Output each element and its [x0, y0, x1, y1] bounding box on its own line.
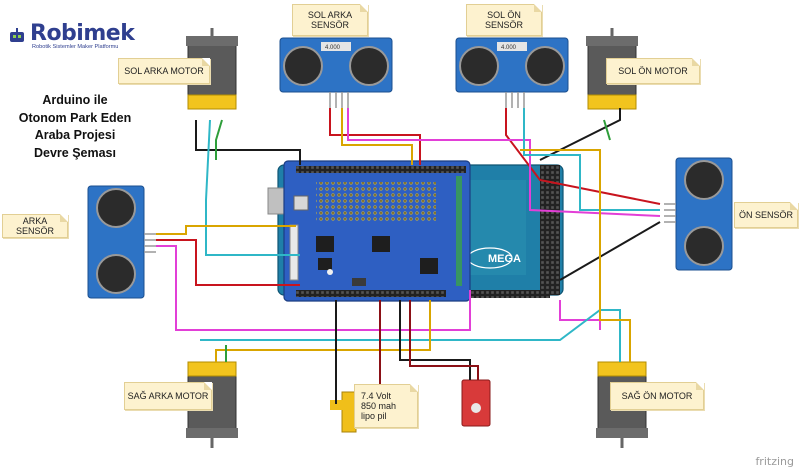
mega-text: MEGA [488, 253, 521, 265]
wire-black-top [195, 120, 301, 165]
wire-green-2 [603, 119, 611, 141]
proto-area [316, 182, 436, 222]
wire-black-right [539, 108, 621, 161]
brand-tagline: Robotik Sistemler Maker Platformu [32, 44, 119, 50]
label-sol-arka-motor: SOL ARKA MOTOR [118, 58, 210, 84]
wire-module-1 [399, 300, 471, 380]
label-on-sensor: ÖN SENSÖR [734, 202, 798, 228]
wire-yellow-3 [520, 149, 631, 362]
wire-magenta-1 [156, 245, 471, 331]
label-sag-arka-motor: SAĞ ARKA MOTOR [124, 382, 212, 410]
sensor-chip-text: 4.000 [325, 45, 341, 51]
label-sag-on-motor: SAĞ ÖN MOTOR [610, 382, 704, 410]
wire-cyan-2 [523, 108, 660, 211]
wire-green-1 [215, 119, 223, 160]
diagram-title: Arduino ile Otonom Park Eden Araba Proje… [6, 92, 144, 162]
wire-black-on [559, 221, 661, 281]
wire-magenta-2 [347, 108, 661, 217]
red-sensor-module [461, 379, 491, 427]
wires [156, 108, 661, 405]
title-line: Otonom Park Eden [18, 110, 132, 125]
lipo-battery [330, 391, 357, 433]
sensor-on [664, 157, 733, 271]
fritzing-watermark: fritzing [755, 455, 794, 468]
wire-yellow-4 [215, 300, 431, 362]
sensor-arka [87, 185, 156, 299]
reset-button [293, 195, 309, 211]
battery-label: 7.4 Volt 850 mah lipo pil [354, 384, 418, 428]
sensor-chip-text: 4.000 [501, 45, 517, 51]
wire-cyan-1 [205, 119, 300, 256]
motor-shield [283, 160, 471, 302]
wire-magenta-3 [559, 300, 601, 330]
label-sol-on-motor: SOL ÖN MOTOR [606, 58, 700, 84]
title-line: Araba Projesi [34, 128, 116, 142]
title-line: Arduino ile [42, 93, 108, 107]
driver-chip-2 [372, 236, 390, 252]
battery-line: lipo pil [361, 411, 387, 421]
wire-yellow-1 [341, 108, 413, 165]
title-line: Devre Şeması [33, 145, 116, 160]
robot-icon [10, 28, 24, 42]
mega-header-right [540, 165, 560, 295]
driver-chip-3 [420, 258, 438, 274]
label-arka-sensor: ARKA SENSÖR [2, 214, 68, 238]
brand-name: Robimek [30, 21, 135, 46]
label-sol-arka-sensor: SOL ARKA SENSÖR [292, 4, 368, 36]
battery-line: 850 mah [361, 401, 397, 411]
label-sol-on-sensor: SOL ÖN SENSÖR [466, 4, 542, 36]
wire-yellow-2 [156, 225, 296, 235]
battery-line: 7.4 Volt [361, 391, 392, 401]
robimek-logo: Robimek Robotik Sistemler Maker Platform… [8, 21, 168, 62]
wire-red-1 [329, 108, 421, 165]
wire-module-2 [409, 300, 479, 380]
wire-red-arka [156, 239, 300, 286]
driver-chip-1 [316, 236, 334, 252]
sensor-sol-on: 4.000 [455, 37, 569, 108]
sensor-sol-arka: 4.000 [279, 37, 393, 108]
